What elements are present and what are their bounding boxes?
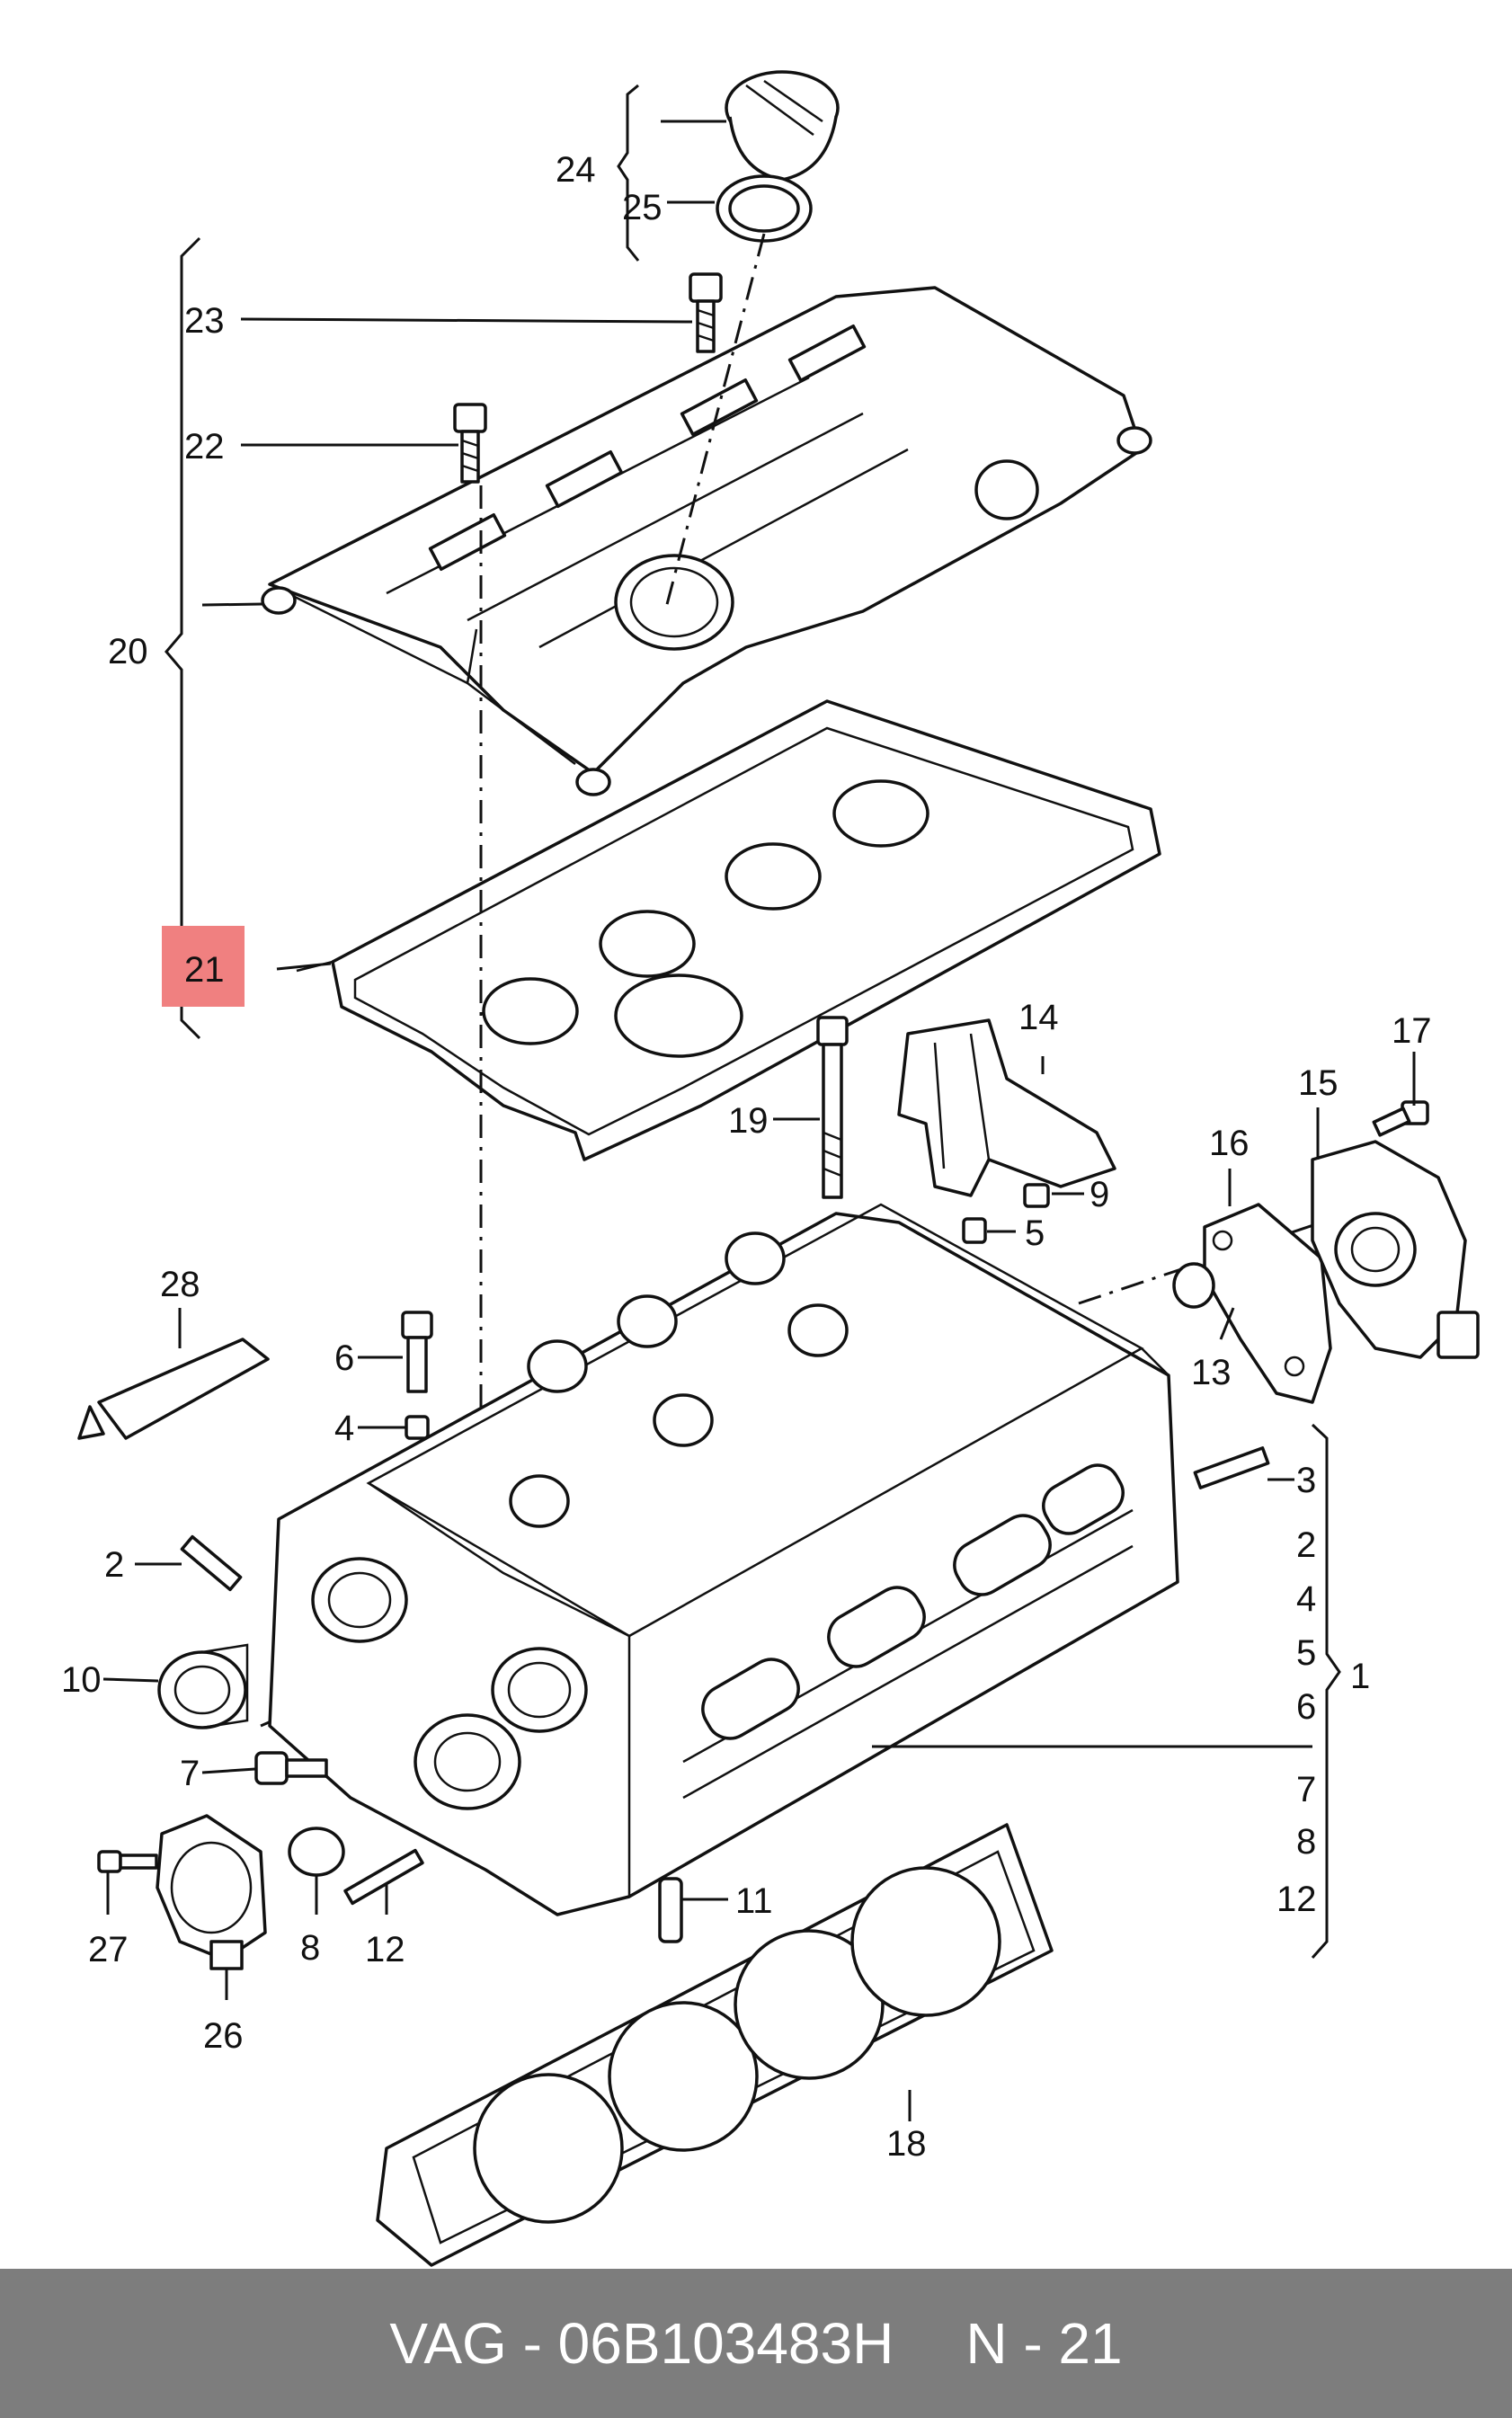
head-gasket-18 bbox=[376, 1823, 1054, 2267]
callout-18: 18 bbox=[886, 2124, 927, 2164]
cover-bolt-22 bbox=[453, 403, 487, 484]
callout-14: 14 bbox=[1018, 998, 1059, 1037]
callout-16: 16 bbox=[1209, 1124, 1250, 1163]
callout-5a: 5 bbox=[1025, 1213, 1045, 1253]
sealant-tube-28 bbox=[77, 1338, 270, 1440]
cover-gasket bbox=[296, 699, 1161, 1161]
brand-part-number: VAG - 06B103483H bbox=[389, 2311, 894, 2376]
callout-9: 9 bbox=[1090, 1175, 1109, 1214]
callout-15: 15 bbox=[1298, 1063, 1339, 1103]
callout-17: 17 bbox=[1392, 1011, 1432, 1051]
callout-19: 19 bbox=[728, 1101, 769, 1141]
cover-bolt-23 bbox=[689, 272, 723, 353]
head-bolt-19 bbox=[816, 1016, 849, 1199]
callout-6b: 6 bbox=[1296, 1687, 1316, 1727]
callout-8a: 8 bbox=[1296, 1822, 1316, 1862]
callout-12b: 12 bbox=[365, 1930, 405, 1969]
callout-13: 13 bbox=[1191, 1353, 1232, 1392]
callout-28: 28 bbox=[160, 1265, 200, 1304]
leader-lines bbox=[102, 120, 1416, 2121]
callout-11: 11 bbox=[735, 1881, 773, 1921]
callout-labels: 24 25 23 22 20 21 14 17 15 16 19 9 5 13 … bbox=[61, 150, 1432, 2164]
callout-6a: 6 bbox=[334, 1338, 354, 1378]
exploded-parts-diagram: 24 25 23 22 20 21 14 17 15 16 19 9 5 13 … bbox=[61, 70, 1480, 2267]
nut-9 bbox=[1023, 1183, 1050, 1208]
bolt-6 bbox=[401, 1311, 433, 1393]
callout-4a: 4 bbox=[334, 1409, 354, 1448]
callout-26: 26 bbox=[203, 2016, 244, 2056]
callout-12a: 12 bbox=[1276, 1880, 1317, 1919]
callout-27: 27 bbox=[88, 1930, 129, 1969]
bolt-17 bbox=[1372, 1100, 1429, 1137]
bracket-20 bbox=[165, 236, 201, 1040]
callout-22: 22 bbox=[184, 427, 225, 467]
callout-20: 20 bbox=[108, 632, 148, 671]
bracket-24-25 bbox=[617, 84, 640, 262]
nut-5 bbox=[962, 1217, 987, 1244]
callout-25: 25 bbox=[622, 188, 663, 227]
seal-10 bbox=[157, 1643, 249, 1729]
gasket-16 bbox=[1203, 1203, 1332, 1404]
cylinder-head-cover bbox=[261, 286, 1152, 796]
callout-4b: 4 bbox=[1296, 1579, 1316, 1619]
stud-2 bbox=[180, 1534, 243, 1592]
callout-7a: 7 bbox=[180, 1754, 200, 1793]
callout-2a: 2 bbox=[104, 1545, 124, 1585]
highlight-box bbox=[162, 926, 245, 1007]
callout-3: 3 bbox=[1296, 1461, 1316, 1500]
pin-11 bbox=[658, 1877, 683, 1943]
callout-8b: 8 bbox=[300, 1928, 320, 1968]
callout-7b: 7 bbox=[1296, 1770, 1316, 1809]
stud-12 bbox=[343, 1848, 424, 1906]
washer-4 bbox=[405, 1415, 430, 1440]
sleeve-8 bbox=[288, 1827, 345, 1877]
cylinder-head bbox=[268, 1203, 1179, 1916]
part-number-footer: VAG - 06B103483H N - 21 bbox=[0, 2269, 1512, 2418]
sensor-26 bbox=[156, 1814, 267, 1970]
bolt-27 bbox=[97, 1850, 158, 1873]
callout-10: 10 bbox=[61, 1660, 102, 1700]
callout-23: 23 bbox=[184, 301, 225, 341]
bracket-14 bbox=[897, 1018, 1116, 1197]
callout-24: 24 bbox=[556, 150, 596, 190]
callout-1: 1 bbox=[1350, 1657, 1370, 1696]
filler-cap-seal bbox=[716, 174, 813, 243]
bracket-1 bbox=[1311, 1423, 1341, 1959]
page-reference: N - 21 bbox=[965, 2311, 1123, 2376]
callout-21: 21 bbox=[184, 950, 225, 990]
housing-15 bbox=[1311, 1140, 1480, 1359]
stud-3 bbox=[1193, 1446, 1270, 1489]
plug-13 bbox=[1172, 1262, 1215, 1309]
callout-2b: 2 bbox=[1296, 1525, 1316, 1565]
oil-filler-cap bbox=[725, 70, 840, 182]
bolt-7 bbox=[254, 1751, 328, 1785]
callout-5b: 5 bbox=[1296, 1633, 1316, 1673]
